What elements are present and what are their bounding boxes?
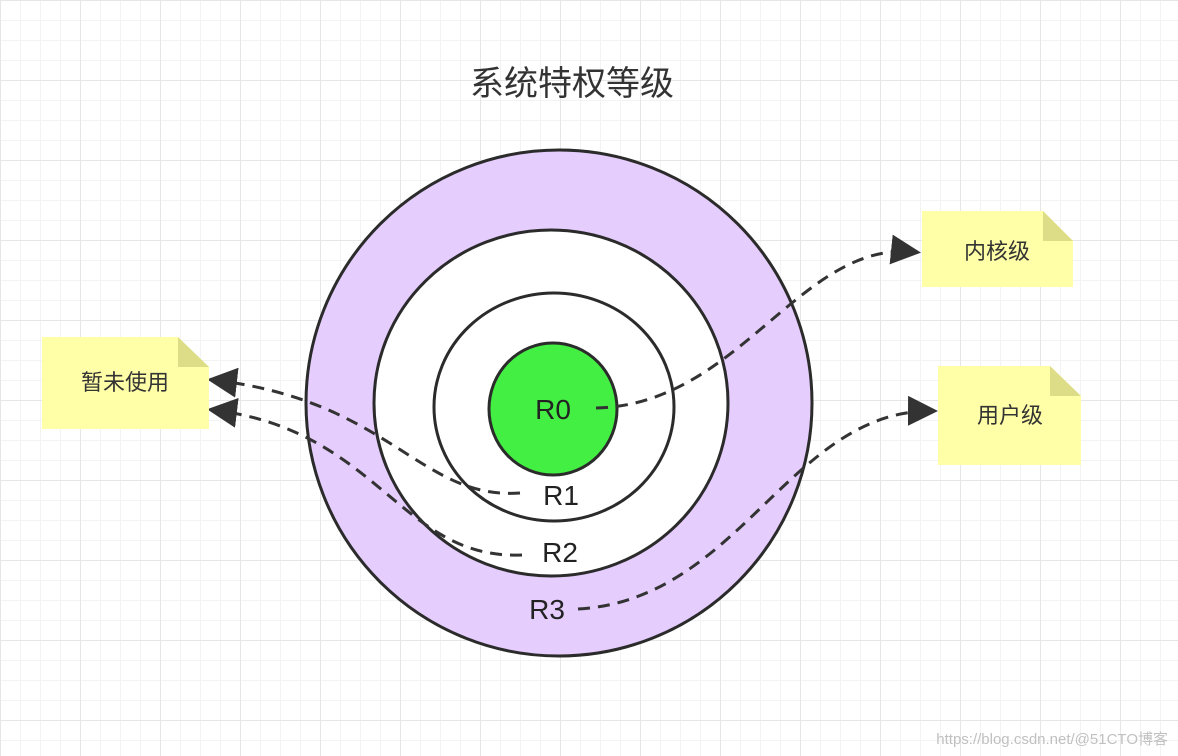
arrow-r3-to-user bbox=[577, 395, 938, 611]
diagram-title: 系统特权等级 bbox=[470, 64, 674, 104]
ring-label-r2: R2 bbox=[542, 537, 578, 568]
ring-label-r1: R1 bbox=[543, 480, 579, 511]
note-user: 用户级 bbox=[938, 366, 1081, 465]
note-kernel: 内核级 bbox=[922, 211, 1073, 287]
note-unused: 暂未使用 bbox=[42, 337, 209, 429]
note-kernel-text: 内核级 bbox=[964, 240, 1030, 265]
ring-r0 bbox=[487, 341, 619, 477]
watermark: https://blog.csdn.net/@51CTO博客 bbox=[936, 731, 1168, 748]
arrow-r1-to-unused bbox=[207, 367, 521, 495]
arrow-r2-to-unused bbox=[207, 397, 523, 557]
ring-label-r0: R0 bbox=[535, 394, 571, 425]
note-user-text: 用户级 bbox=[977, 404, 1043, 429]
note-unused-text: 暂未使用 bbox=[81, 371, 169, 396]
ring-label-r3: R3 bbox=[529, 594, 565, 625]
